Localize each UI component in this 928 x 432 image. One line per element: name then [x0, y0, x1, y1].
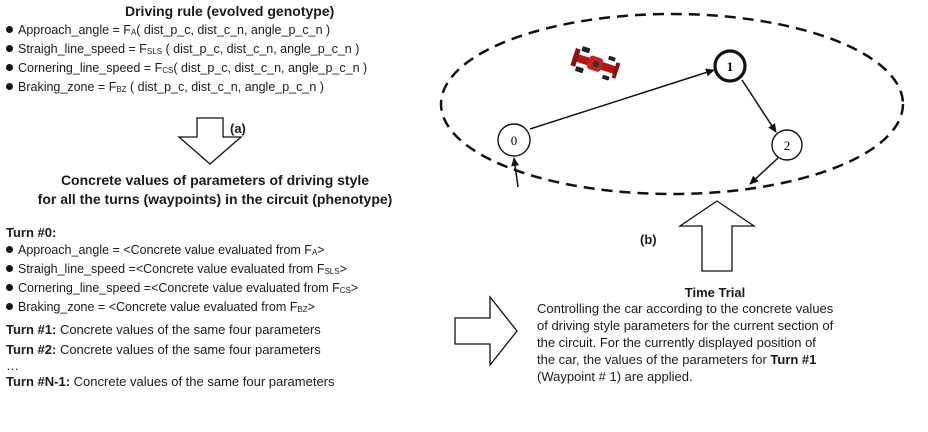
waypoint-1: 1 [713, 49, 747, 83]
waypoint-0: 0 [497, 123, 531, 157]
turn0-block: Turn #0: Approach_angle = <Concrete valu… [6, 224, 358, 318]
waypoint-2: 2 [771, 129, 803, 161]
bullet-icon [6, 265, 13, 272]
right-block-arrow [454, 295, 518, 367]
circuit-track [439, 12, 905, 196]
rule-item: Braking_zone = FBZ ( dist_p_c, dist_c_n,… [6, 79, 367, 98]
edge-1-2 [741, 79, 777, 133]
rule-item: Straigh_line_speed = FSLS ( dist_p_c, di… [6, 41, 367, 60]
ellipsis: … [6, 358, 19, 373]
arrow-b-label: (b) [640, 232, 657, 247]
edge-2-next [749, 157, 779, 185]
turn-line: Turn #1: Concrete values of the same fou… [6, 322, 321, 337]
bullet-icon [6, 45, 13, 52]
rule-item: Cornering_line_speed = FCS( dist_p_c, di… [6, 60, 367, 79]
edge-into-0 [511, 157, 520, 188]
race-car-icon [570, 46, 621, 81]
bullet-icon [6, 303, 13, 310]
down-block-arrow [177, 117, 243, 165]
turn0-item: Cornering_line_speed =<Concrete value ev… [6, 280, 358, 299]
bullet-icon [6, 246, 13, 253]
svg-text:0: 0 [511, 133, 518, 148]
svg-text:1: 1 [727, 59, 734, 74]
arrow-a-label: (a) [230, 121, 246, 136]
turn0-item: Straigh_line_speed =<Concrete value eval… [6, 261, 358, 280]
up-block-arrow [677, 200, 757, 272]
bullet-icon [6, 284, 13, 291]
turn0-item: Approach_angle = <Concrete value evaluat… [6, 242, 358, 261]
time-trial-title: Time Trial [684, 285, 746, 300]
bullet-icon [6, 64, 13, 71]
edge-0-1 [529, 68, 715, 130]
turn-line: Turn #N-1: Concrete values of the same f… [6, 374, 335, 389]
time-trial-description: Controlling the car according to the con… [537, 301, 834, 384]
rule-list: Approach_angle = FA( dist_p_c, dist_c_n,… [6, 22, 367, 98]
svg-text:2: 2 [784, 138, 791, 153]
bullet-icon [6, 26, 13, 33]
turn-line: Turn #2: Concrete values of the same fou… [6, 342, 321, 357]
bullet-icon [6, 83, 13, 90]
rule-title: Driving rule (evolved genotype) [125, 3, 335, 19]
turn0-item: Braking_zone = <Concrete value evaluated… [6, 299, 358, 318]
phenotype-title: Concrete values of parameters of driving… [37, 172, 393, 207]
rule-item: Approach_angle = FA( dist_p_c, dist_c_n,… [6, 22, 367, 41]
turn0-heading: Turn #0: [6, 225, 57, 240]
